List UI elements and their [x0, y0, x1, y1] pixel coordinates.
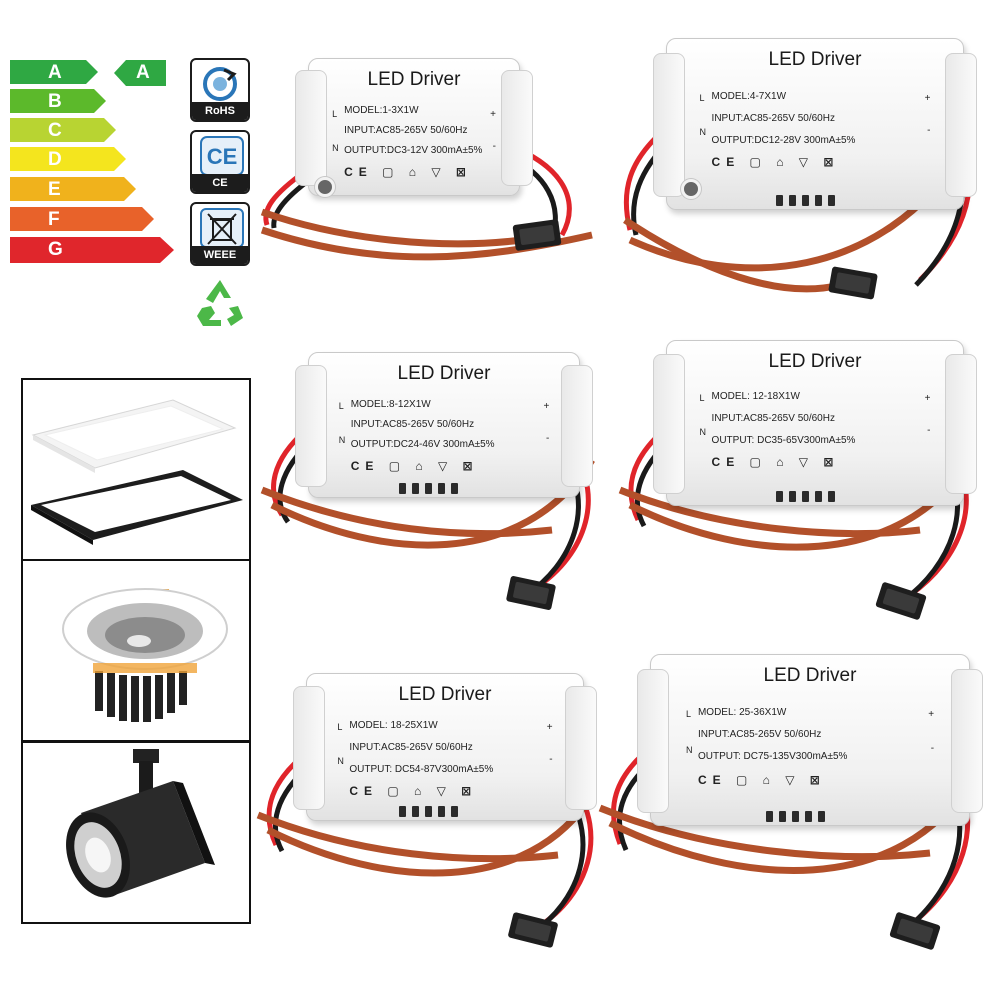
track-spotlight-icon: [66, 749, 215, 898]
driver-3-input: INPUT:AC85-265V 50/60Hz: [350, 419, 475, 430]
energy-band-a: A: [10, 60, 98, 84]
driver-2-housing: LED Driver L N + - MODEL:4-7X1W INPUT:AC…: [653, 38, 977, 210]
energy-band-c: C: [10, 118, 116, 142]
driver-1-mount-hole: [315, 177, 335, 197]
driver-3-housing: LED Driver L N + - MODEL:8-12X1W INPUT:A…: [295, 352, 593, 498]
driver-4-housing: LED Driver L N + - MODEL: 12-18X1W INPUT…: [653, 340, 977, 506]
rohs-icon: RoHS: [190, 58, 250, 122]
energy-band-d-arrow: [10, 147, 126, 171]
driver-1-input: INPUT:AC85-265V 50/60Hz: [344, 125, 468, 136]
driver-2-model: MODEL:4-7X1W: [711, 91, 787, 102]
driver-1-model: MODEL:1-3X1W: [344, 105, 419, 116]
driver-6-housing: LED Driver L N + - MODEL: 25-36X1W INPUT…: [637, 654, 983, 826]
led-driver-1-3w: LED Driver L N + - MODEL:1-3X1W INPUT:AC…: [260, 50, 622, 280]
energy-band-b-arrow: [10, 89, 106, 113]
svg-text:CE: CE: [207, 144, 238, 169]
driver-3-vents: [398, 483, 458, 494]
driver-1-housing: LED Driver L N + - MODEL:1-3X1W INPUT:AC…: [295, 58, 533, 197]
driver-3-cert-marks: CE ▢ ⌂ ▽ ⊠: [350, 459, 479, 473]
led-driver-25-36w: LED Driver L N + - MODEL: 25-36X1W INPUT…: [598, 648, 990, 978]
driver-6-output: OUTPUT: DC75-135V300mA±5%: [697, 751, 848, 762]
energy-band-d: D: [10, 147, 126, 171]
driver-3-title: LED Driver: [397, 363, 491, 384]
application-panel-downlight: [21, 559, 251, 742]
driver-5-model: MODEL: 18-25X1W: [349, 720, 438, 731]
driver-1-title: LED Driver: [367, 69, 461, 90]
driver-5-output: OUTPUT: DC54-87V300mA±5%: [349, 764, 494, 775]
energy-band-e: E: [10, 177, 136, 201]
driver-3-model: MODEL:8-12X1W: [350, 399, 431, 410]
driver-6-input: INPUT:AC85-265V 50/60Hz: [697, 729, 822, 740]
energy-band-f: F: [10, 207, 154, 231]
driver-2-vents: [775, 195, 835, 206]
energy-band-g: G: [10, 237, 174, 263]
driver-4-vents: [775, 491, 835, 502]
driver-6-title: LED Driver: [763, 665, 857, 686]
driver-4-cert-marks: CE ▢ ⌂ ▽ ⊠: [711, 455, 840, 469]
driver-5-housing: LED Driver L N + - MODEL: 18-25X1W INPUT…: [293, 673, 597, 821]
weee-label: WEEE: [192, 246, 248, 264]
ce-icon: CE CE: [190, 130, 250, 194]
led-driver-12-18w: LED Driver L N + - MODEL: 12-18X1W INPUT…: [618, 330, 990, 640]
driver-5-cert-marks: CE ▢ ⌂ ▽ ⊠: [349, 784, 478, 798]
driver-4-output: OUTPUT: DC35-65V300mA±5%: [711, 435, 856, 446]
recycle-icon: [193, 276, 247, 330]
recessed-downlight-icon: [62, 588, 228, 722]
driver-6-vents: [765, 811, 825, 822]
weee-bin-icon: WEEE: [190, 202, 250, 266]
ceiling-panel-light-icon: [31, 399, 243, 545]
rohs-label: RoHS: [192, 102, 248, 120]
energy-band-e-arrow: [10, 177, 136, 201]
ce-label: CE: [192, 174, 248, 192]
driver-2-mount-hole: [681, 179, 701, 199]
driver-6-model: MODEL: 25-36X1W: [697, 707, 787, 718]
driver-2-cert-marks: CE ▢ ⌂ ▽ ⊠: [711, 155, 840, 169]
driver-3-output: OUTPUT:DC24-46V 300mA±5%: [350, 439, 495, 450]
energy-band-c-arrow: [10, 118, 116, 142]
driver-2-input: INPUT:AC85-265V 50/60Hz: [711, 113, 835, 124]
led-driver-8-12w: LED Driver L N + - MODEL:8-12X1W INPUT:A…: [260, 340, 622, 630]
energy-rating-badge: A: [114, 60, 166, 86]
driver-4-model: MODEL: 12-18X1W: [711, 391, 800, 402]
driver-5-input: INPUT:AC85-265V 50/60Hz: [349, 742, 473, 753]
driver-4-input: INPUT:AC85-265V 50/60Hz: [711, 413, 835, 424]
application-panel-ceiling-light: [21, 378, 251, 561]
driver-2-title: LED Driver: [768, 49, 862, 70]
energy-band-g-arrow: [10, 237, 174, 263]
energy-band-b: B: [10, 89, 106, 113]
driver-1-cert-marks: CE ▢ ⌂ ▽ ⊠: [344, 165, 472, 179]
driver-2-output: OUTPUT:DC12-28V 300mA±5%: [711, 135, 856, 146]
driver-1-output: OUTPUT:DC3-12V 300mA±5%: [344, 145, 483, 156]
led-driver-18-25w: LED Driver L N + - MODEL: 18-25X1W INPUT…: [256, 665, 622, 965]
application-panel-track-light: [21, 741, 251, 924]
driver-5-vents: [399, 806, 459, 817]
energy-rating-arrow: [114, 60, 166, 86]
energy-band-f-arrow: [10, 207, 154, 231]
driver-6-cert-marks: CE ▢ ⌂ ▽ ⊠: [697, 773, 826, 787]
driver-5-title: LED Driver: [398, 684, 492, 705]
led-driver-4-7w: LED Driver L N + - MODEL:4-7X1W INPUT:AC…: [620, 30, 990, 330]
energy-band-a-arrow: [10, 60, 98, 84]
driver-4-title: LED Driver: [768, 351, 862, 372]
